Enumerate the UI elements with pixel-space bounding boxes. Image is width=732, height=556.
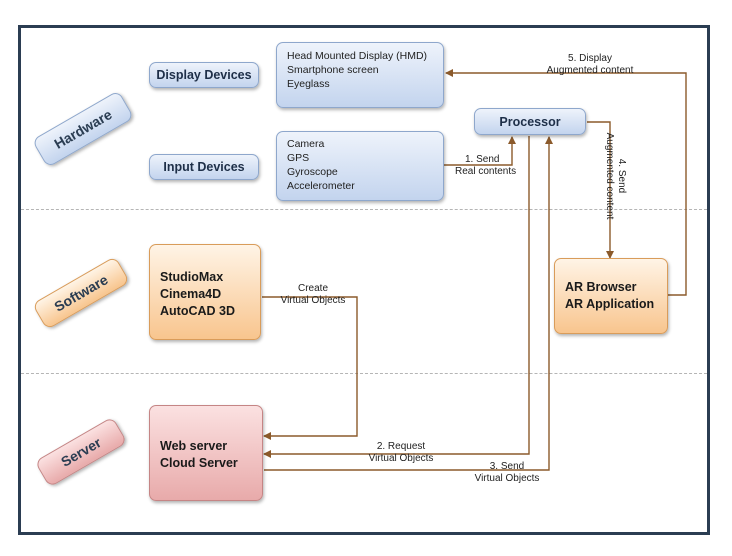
software-tool: StudioMax (160, 270, 224, 284)
ar-app-item: AR Application (565, 297, 655, 311)
software-tools-box: StudioMax Cinema4D AutoCAD 3D (149, 244, 261, 340)
ar-app-item: AR Browser (565, 280, 637, 294)
display-devices-list: Head Mounted Display (HMD) Smartphone sc… (276, 42, 444, 108)
input-item: GPS (287, 152, 310, 164)
input-devices-list: Camera GPS Gyroscope Accelerometer (276, 131, 444, 201)
arrow-send-virtual-objects (264, 136, 553, 471)
annotation-request-virtual-objects: 2. Request Virtual Objects (368, 441, 434, 464)
layer-divider-hardware-software (21, 209, 707, 210)
annotation-send-real-contents: 1. Send Real contents (455, 154, 517, 177)
display-item: Head Mounted Display (HMD) (287, 50, 428, 62)
annotation-create-virtual-objects: Create Virtual Objects (280, 283, 346, 306)
server-item: Cloud Server (160, 456, 238, 470)
arrow-display-augmented-content (445, 69, 687, 296)
server-box: Web server Cloud Server (149, 405, 263, 501)
annotation-send-augmented-content: 4. Send Augmented content (604, 132, 627, 220)
display-item: Smartphone screen (287, 64, 379, 76)
ar-application-box: AR Browser AR Application (554, 258, 668, 334)
arrow-send-augmented-content (587, 121, 614, 259)
software-tool: Cinema4D (160, 287, 222, 301)
display-devices-box: Display Devices (149, 62, 259, 88)
input-devices-box: Input Devices (149, 154, 259, 180)
arrow-create-virtual-objects (262, 296, 358, 440)
arrow-request-virtual-objects (263, 136, 530, 458)
input-item: Gyroscope (287, 166, 338, 178)
layer-divider-software-server (21, 373, 707, 374)
annotation-display-augmented-content: 5. Display Augmented content (546, 53, 634, 76)
server-item: Web server (160, 439, 228, 453)
display-item: Eyeglass (287, 78, 330, 90)
processor-box: Processor (474, 108, 586, 135)
annotation-send-virtual-objects: 3. Send Virtual Objects (474, 461, 540, 484)
input-item: Accelerometer (287, 180, 355, 192)
arrow-send-real-contents (444, 136, 516, 166)
software-tool: AutoCAD 3D (160, 304, 235, 318)
input-item: Camera (287, 138, 325, 150)
